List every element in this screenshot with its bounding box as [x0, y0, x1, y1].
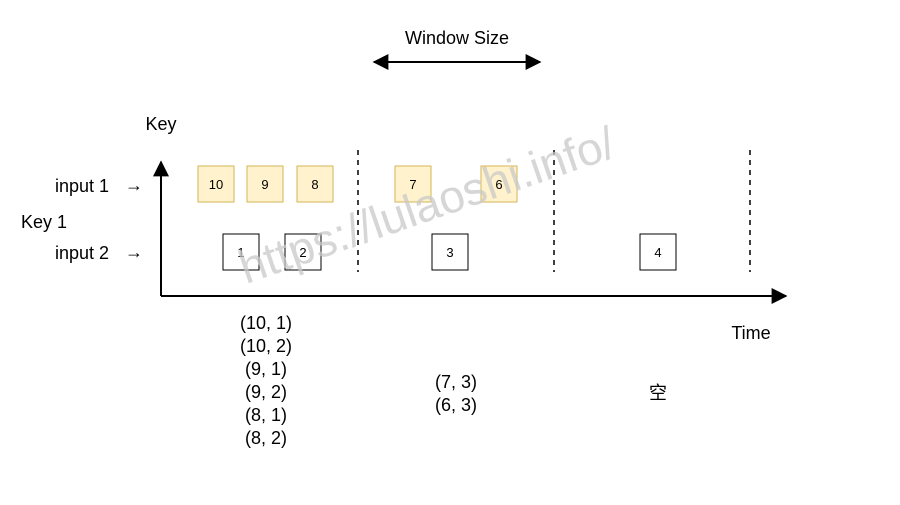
- result-pair: (6, 3): [435, 395, 477, 415]
- input2-element: 3: [431, 233, 469, 271]
- input2-element: 1: [222, 233, 260, 271]
- element-value: 6: [495, 177, 502, 192]
- element-value: 3: [446, 245, 453, 260]
- element-box: [284, 233, 322, 271]
- element-value: 4: [654, 245, 661, 260]
- element-box: [480, 165, 518, 203]
- input1-element: 9: [246, 165, 284, 203]
- element-value: 9: [261, 177, 268, 192]
- result-pair: (8, 1): [245, 405, 287, 425]
- element-box: [222, 233, 260, 271]
- result-pair: (7, 3): [435, 372, 477, 392]
- result-pair: (9, 1): [245, 359, 287, 379]
- input1-element: 6: [480, 165, 518, 203]
- window3-empty-result: 空: [649, 383, 667, 403]
- input2-element: 2: [284, 233, 322, 271]
- x-axis-label: Time: [731, 323, 770, 343]
- result-pair: (9, 2): [245, 382, 287, 402]
- element-box: [197, 165, 235, 203]
- element-value: 10: [209, 177, 223, 192]
- input1-arrow-glyph: →: [125, 175, 143, 195]
- result-pair: (8, 2): [245, 428, 287, 448]
- element-value: 1: [237, 245, 244, 260]
- element-box: [639, 233, 677, 271]
- element-box: [394, 165, 432, 203]
- element-box: [246, 165, 284, 203]
- window1-results: (10, 1) (10, 2) (9, 1) (9, 2) (8, 1) (8,…: [240, 313, 292, 448]
- element-box: [431, 233, 469, 271]
- watermark: https://lulaoshi.info/: [232, 116, 621, 293]
- element-value: 7: [409, 177, 416, 192]
- input1-element: 7: [394, 165, 432, 203]
- element-value: 8: [311, 177, 318, 192]
- result-pair: (10, 1): [240, 313, 292, 333]
- input1-label: input 1: [55, 176, 109, 196]
- window-size-label: Window Size: [405, 28, 509, 48]
- y-axis-label: Key: [145, 114, 176, 134]
- input2-arrow-glyph: →: [125, 242, 143, 262]
- element-box: [296, 165, 334, 203]
- input2-label: input 2: [55, 243, 109, 263]
- key-label: Key 1: [21, 212, 67, 232]
- result-pair: (10, 2): [240, 336, 292, 356]
- input2-element: 4: [639, 233, 677, 271]
- element-value: 2: [299, 245, 306, 260]
- input1-element: 10: [197, 165, 235, 203]
- input1-element: 8: [296, 165, 334, 203]
- window2-results: (7, 3) (6, 3): [435, 372, 477, 415]
